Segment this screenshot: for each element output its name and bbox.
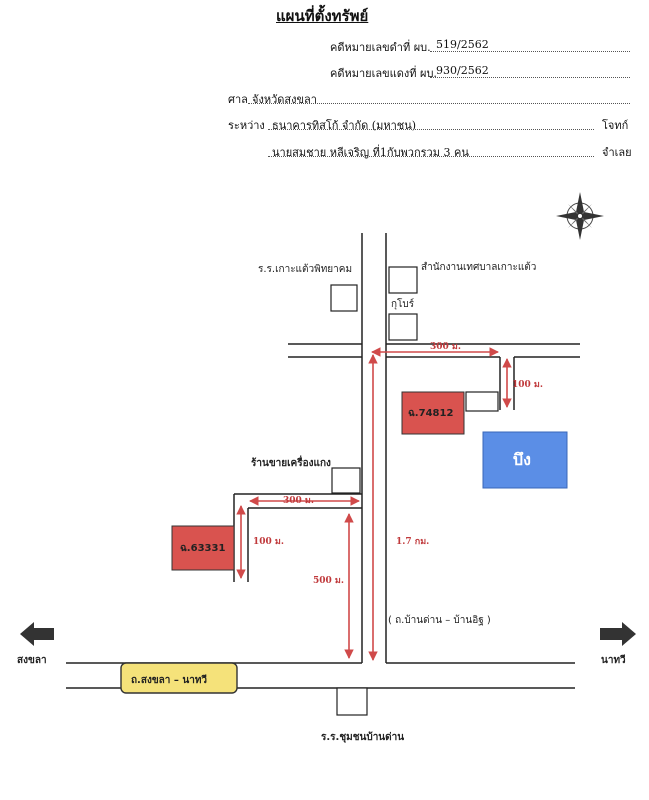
school-bottom-label: ร.ร.ชุมชนบ้านด่าน bbox=[321, 731, 404, 743]
school-top-building bbox=[330, 284, 358, 312]
east-arrow-icon bbox=[600, 622, 636, 646]
black-case-underline bbox=[430, 51, 630, 52]
west-arrow-icon bbox=[20, 622, 54, 646]
dist-main-road: 1.7 กม. bbox=[396, 537, 429, 547]
plaintiff-role: โจทก์ bbox=[602, 119, 629, 132]
municipality-label: สำนักงานเทศบาลเกาะแต้ว bbox=[421, 261, 536, 273]
red-case-underline bbox=[430, 77, 630, 78]
main-road bbox=[361, 233, 387, 663]
school-top-label: ร.ร.เกาะแต้วพิทยาคม bbox=[258, 263, 352, 275]
plaintiff-underline bbox=[268, 129, 594, 130]
west-direction-label: สงขลา bbox=[17, 655, 47, 666]
black-case-value: 519/2562 bbox=[436, 38, 489, 51]
court-underline bbox=[248, 103, 630, 104]
defendant-role: จำเลย bbox=[602, 146, 632, 159]
red-case-value: 930/2562 bbox=[436, 64, 489, 77]
shop-building bbox=[331, 467, 361, 494]
lake-label: บึง bbox=[513, 450, 531, 469]
main-road-name: ( ถ.บ้านด่าน – บ้านอิฐ ) bbox=[388, 614, 491, 626]
municipality-building bbox=[388, 266, 418, 294]
kubor-building bbox=[388, 313, 418, 341]
highway-sign-label: ถ.สงขลา – นาทวี bbox=[131, 674, 207, 686]
school-bottom-building bbox=[336, 687, 368, 716]
black-case-label: คดีหมายเลขดำที่ ผบ. bbox=[330, 41, 431, 54]
top-cross-road bbox=[288, 343, 580, 358]
lake bbox=[482, 431, 568, 489]
dist-top-horizontal: 300 ม. bbox=[430, 342, 461, 352]
defendant-name: นายสมชาย หลีเจริญ ที่1กับพวกรวม 3 คน bbox=[272, 146, 469, 159]
dist-mid-vertical: 500 ม. bbox=[313, 576, 344, 586]
court-label: ศาล bbox=[228, 93, 248, 106]
parcel-b-label: ฉ.63331 bbox=[180, 543, 225, 554]
dist-left-vertical: 100 ม. bbox=[253, 537, 284, 547]
shop-label: ร้านขายเครื่องแกง bbox=[251, 455, 331, 469]
dist-left-horizontal: 300 ม. bbox=[283, 496, 314, 506]
red-case-label: คดีหมายเลขแดงที่ ผบ. bbox=[330, 67, 437, 80]
dist-top-vertical: 100 ม. bbox=[512, 380, 543, 390]
parcel-a-house bbox=[465, 391, 499, 412]
parcel-a-label: ฉ.74812 bbox=[408, 408, 453, 419]
court-value: จังหวัดสงขลา bbox=[252, 93, 317, 106]
parcel-a bbox=[401, 391, 465, 435]
compass-rose-icon bbox=[556, 192, 604, 240]
kubor-label: กุโบร์ bbox=[391, 297, 415, 310]
highway-sign bbox=[120, 662, 238, 694]
plaintiff-name: ธนาคารทิสโก้ จำกัด (มหาชน) bbox=[272, 119, 417, 132]
parcel-b bbox=[171, 525, 235, 571]
page-title: แผนที่ตั้งทรัพย์ bbox=[276, 7, 369, 25]
right-branch-road bbox=[499, 357, 515, 410]
defendant-underline bbox=[268, 156, 594, 157]
between-label: ระหว่าง bbox=[228, 119, 265, 132]
east-direction-label: นาทวี bbox=[601, 654, 626, 666]
